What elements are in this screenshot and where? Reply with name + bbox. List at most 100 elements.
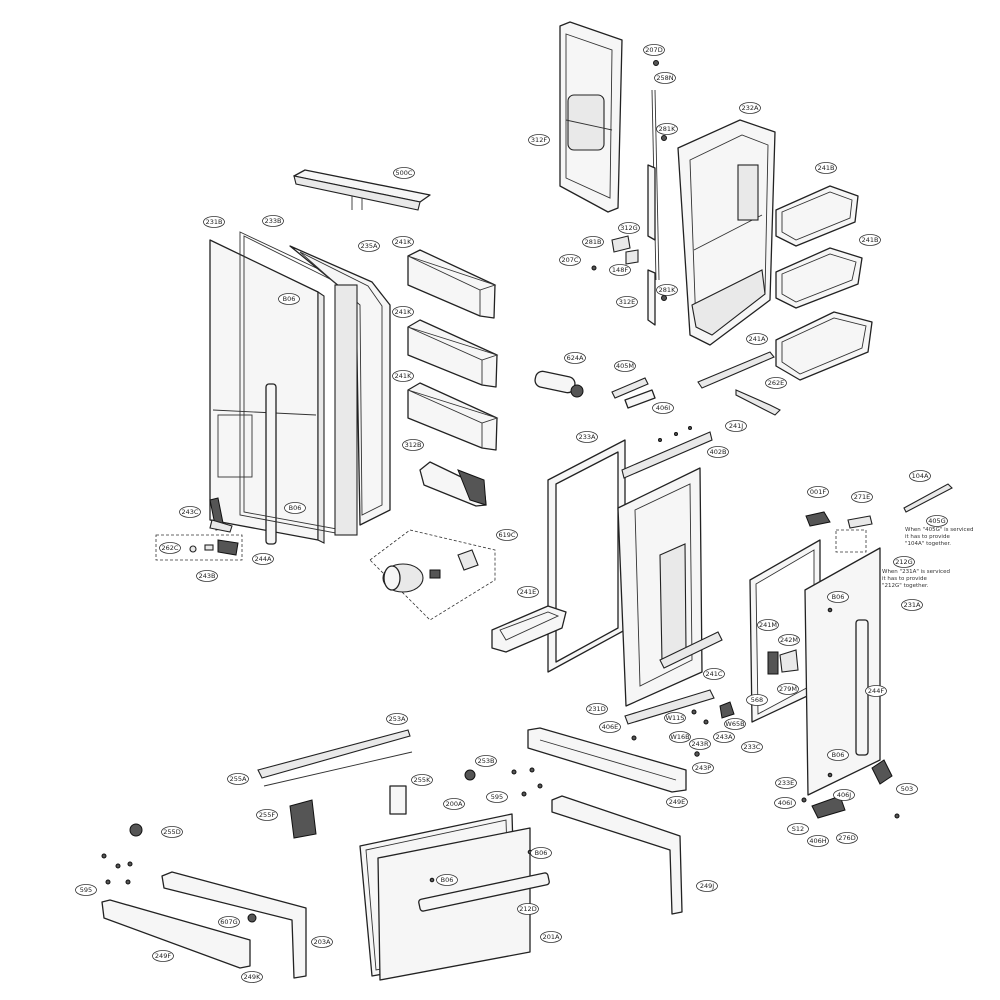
label-bubble bbox=[778, 634, 800, 646]
label-bubble bbox=[669, 731, 691, 743]
part-label-p312B: 312B bbox=[402, 439, 424, 451]
label-text: 312G bbox=[620, 224, 637, 232]
label-text: 233C bbox=[744, 743, 761, 751]
label-bubble bbox=[392, 370, 414, 382]
part-label-p500C: 500C bbox=[393, 167, 415, 179]
label-bubble bbox=[757, 619, 779, 631]
label-text: 243R bbox=[692, 740, 709, 748]
label-bubble bbox=[851, 491, 873, 503]
part-label-p406E: 406E bbox=[599, 721, 621, 733]
label-bubble bbox=[746, 694, 768, 706]
part-249E-rail bbox=[527, 727, 687, 793]
label-bubble bbox=[599, 721, 621, 733]
label-text: S12 bbox=[792, 825, 804, 833]
label-text: 241K bbox=[395, 372, 412, 380]
label-bubble bbox=[496, 529, 518, 541]
label-text: 235A bbox=[361, 242, 378, 250]
label-text: 241K bbox=[395, 308, 412, 316]
label-text: 104A bbox=[912, 472, 929, 480]
label-text: 258N bbox=[656, 74, 673, 82]
label-text: 406H bbox=[809, 837, 826, 845]
part-label-pB06b: B06 bbox=[284, 502, 306, 514]
part-label-p406I2: 406I bbox=[774, 797, 796, 809]
label-bubble bbox=[284, 502, 306, 514]
label-bubble bbox=[827, 749, 849, 761]
label-bubble bbox=[393, 167, 415, 179]
part-label-p568: 568 bbox=[746, 694, 768, 706]
part-label-p262E: 262E bbox=[765, 377, 787, 389]
label-text: 312B bbox=[405, 441, 422, 449]
part-label-p244F: 244F bbox=[865, 685, 887, 697]
part-label-p243R: 243R bbox=[689, 738, 711, 750]
part-label-p262C: 262C bbox=[159, 542, 181, 554]
label-bubble bbox=[666, 796, 688, 808]
part-label-pB06a: B06 bbox=[278, 293, 300, 305]
part-label-p281K1: 281K bbox=[656, 123, 678, 135]
label-bubble bbox=[787, 823, 809, 835]
part-hinge-bracket-lower bbox=[624, 689, 735, 757]
part-label-pB06f: B06 bbox=[436, 874, 458, 886]
label-text: 406J bbox=[837, 791, 851, 799]
label-text: 212D bbox=[519, 905, 536, 913]
label-bubble bbox=[656, 284, 678, 296]
label-bubble bbox=[703, 668, 725, 680]
label-text: W16B bbox=[670, 733, 689, 741]
label-bubble bbox=[746, 333, 768, 345]
label-bubble bbox=[739, 102, 761, 114]
label-text: B06 bbox=[289, 504, 302, 512]
part-label-p201A: 201A bbox=[540, 931, 562, 943]
part-label-p255F: 255F bbox=[256, 809, 278, 821]
part-label-p253B: 253B bbox=[475, 755, 497, 767]
part-label-pS12: S12 bbox=[787, 823, 809, 835]
label-text: 281K bbox=[659, 286, 676, 294]
label-bubble bbox=[159, 542, 181, 554]
label-text: 402B bbox=[710, 448, 727, 456]
part-312G-hinge-strip bbox=[647, 164, 656, 326]
label-text: 233B bbox=[265, 217, 282, 225]
part-label-p312F: 312F bbox=[528, 134, 550, 146]
part-241M-242M-279M bbox=[767, 649, 799, 675]
part-label-p244A: 244A bbox=[252, 553, 274, 565]
part-label-p255K: 255K bbox=[411, 774, 433, 786]
part-label-p312E: 312E bbox=[616, 296, 638, 308]
part-label-p233E: 233E bbox=[775, 777, 797, 789]
label-bubble bbox=[179, 506, 201, 518]
label-text: 595 bbox=[80, 886, 92, 894]
label-text: 243P bbox=[695, 764, 711, 772]
label-bubble bbox=[278, 293, 300, 305]
label-text: 207D bbox=[645, 46, 662, 54]
label-text: 249F bbox=[155, 952, 171, 960]
part-label-p624A: 624A bbox=[564, 352, 586, 364]
part-label-p406J: 406J bbox=[833, 789, 855, 801]
label-bubble bbox=[392, 236, 414, 248]
part-label-pB06c: B06 bbox=[827, 591, 849, 603]
label-bubble bbox=[540, 931, 562, 943]
label-bubble bbox=[386, 713, 408, 725]
part-241B-shelf-1 bbox=[775, 185, 859, 247]
label-text: 281B bbox=[585, 238, 602, 246]
label-text: 271E bbox=[854, 493, 871, 501]
label-text: 624A bbox=[567, 354, 584, 362]
label-text: 619C bbox=[499, 531, 516, 539]
part-label-p607G: 607G bbox=[218, 916, 240, 928]
part-241K-bin-2 bbox=[407, 319, 499, 388]
part-label-p312G: 312G bbox=[618, 222, 640, 234]
label-text: 405G bbox=[928, 517, 945, 525]
label-bubble bbox=[656, 123, 678, 135]
label-text: 406E bbox=[602, 723, 619, 731]
label-text: 231D bbox=[588, 705, 605, 713]
part-label-p243P: 243P bbox=[692, 762, 714, 774]
part-label-p212D: 212D bbox=[517, 903, 539, 915]
label-text: B06 bbox=[283, 295, 296, 303]
label-text: 233A bbox=[579, 433, 596, 441]
label-bubble bbox=[741, 741, 763, 753]
label-bubble bbox=[358, 240, 380, 252]
label-bubble bbox=[775, 777, 797, 789]
part-label-p235A: 235A bbox=[358, 240, 380, 252]
part-label-p281B: 281B bbox=[582, 236, 604, 248]
part-label-p231B: 231B bbox=[203, 216, 225, 228]
part-249F-rail bbox=[101, 899, 251, 969]
label-text: 241K bbox=[395, 238, 412, 246]
label-text: 249E bbox=[669, 798, 686, 806]
